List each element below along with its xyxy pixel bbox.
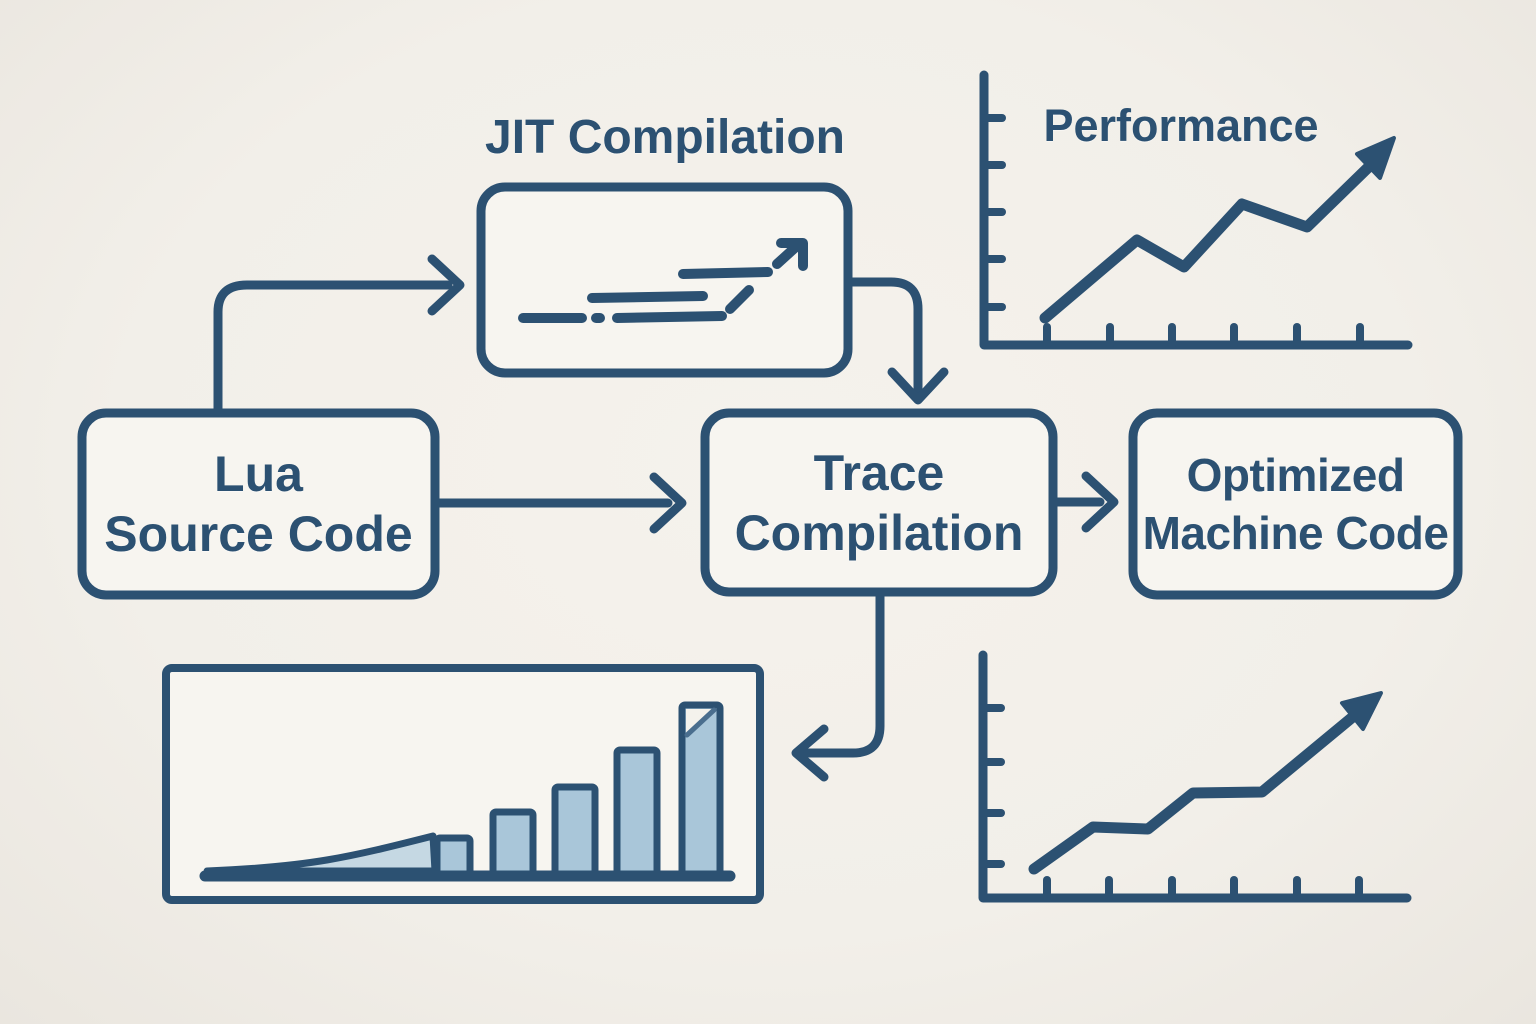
arrowhead-down-icon bbox=[887, 367, 949, 405]
fold-crease bbox=[684, 707, 717, 738]
trace-compilation-label: Trace Compilation bbox=[705, 413, 1053, 592]
arrowhead-right-icon bbox=[1081, 471, 1119, 533]
trace-compilation-box bbox=[700, 408, 1058, 597]
arrow-shaft bbox=[213, 280, 453, 418]
arrow-shaft bbox=[799, 587, 885, 758]
performance-y-ticks bbox=[980, 114, 1006, 311]
bars bbox=[433, 701, 724, 882]
lua-label-line1: Lua bbox=[214, 446, 303, 502]
lua-source-code-box bbox=[77, 408, 440, 600]
optimized-label-line2: Machine Code bbox=[1142, 507, 1449, 559]
growth-ramp-shape bbox=[203, 832, 439, 875]
performance-x-ticks bbox=[1043, 323, 1364, 349]
speed-lines-icon bbox=[518, 238, 808, 323]
growth-line-arrowhead-icon bbox=[1340, 691, 1383, 731]
bar-chart-panel bbox=[162, 664, 764, 904]
growth-axes bbox=[978, 650, 1412, 903]
trace-label-line1: Trace bbox=[813, 444, 945, 501]
growth-chart bbox=[978, 650, 1412, 903]
arrow-lua-to-jit bbox=[213, 254, 465, 418]
bar bbox=[551, 783, 599, 882]
jit-compilation-box bbox=[476, 182, 853, 378]
growth-y-ticks bbox=[979, 704, 1005, 868]
lua-label-line2: Source Code bbox=[104, 506, 413, 562]
optimized-machine-code-box bbox=[1128, 408, 1463, 600]
bar bbox=[489, 808, 537, 882]
jit-compilation-title: JIT Compilation bbox=[485, 111, 845, 164]
arrow-trace-to-optimized bbox=[1048, 471, 1119, 533]
bar-panel-frame bbox=[162, 664, 764, 904]
arrow-jit-to-trace bbox=[843, 277, 949, 405]
growth-x-ticks bbox=[1043, 876, 1363, 902]
bar bbox=[613, 746, 661, 882]
performance-line-arrowhead-icon bbox=[1355, 136, 1396, 180]
lua-source-code-label: Lua Source Code bbox=[82, 413, 435, 595]
performance-chart bbox=[979, 70, 1413, 350]
growth-line bbox=[1028, 700, 1372, 875]
optimized-label-line1: Optimized bbox=[1186, 449, 1405, 501]
arrow-trace-to-bar-panel bbox=[791, 587, 885, 782]
arrowhead-left-icon bbox=[791, 724, 829, 782]
arrowhead-right-icon bbox=[649, 472, 687, 534]
arrowhead-right-icon bbox=[427, 254, 465, 316]
arrow-lua-to-trace bbox=[430, 472, 687, 534]
optimized-machine-code-label: Optimized Machine Code bbox=[1133, 413, 1458, 595]
up-right-arrowhead-icon bbox=[776, 238, 808, 271]
performance-line bbox=[1039, 149, 1387, 324]
performance-title: Performance bbox=[1043, 100, 1319, 151]
trace-label-line2: Compilation bbox=[734, 504, 1024, 561]
arrow-shaft bbox=[843, 277, 923, 399]
